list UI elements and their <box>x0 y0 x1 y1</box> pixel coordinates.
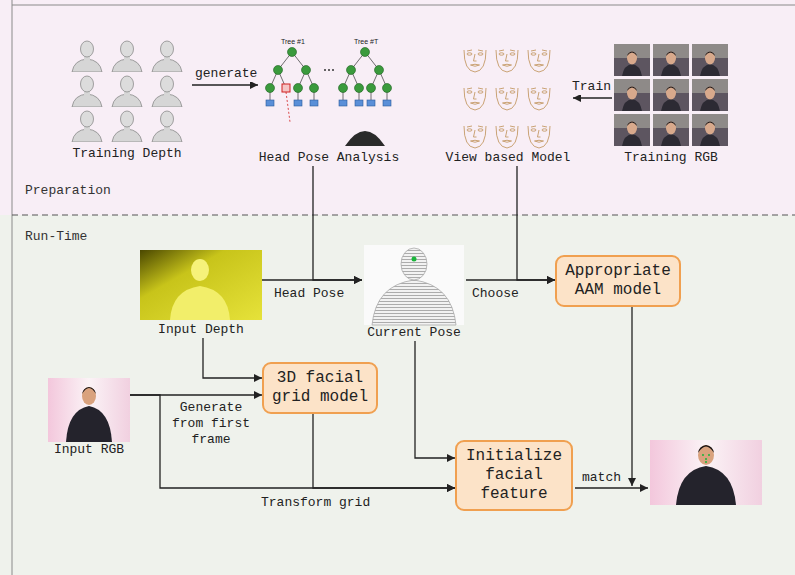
band-label: Run-Time <box>25 229 87 245</box>
stage-band: Preparation Training Depth Head Pose Analy… <box>0 0 795 215</box>
image-panel: Training RGB <box>612 40 730 166</box>
box-text: Appropriate AAM model <box>563 262 673 300</box>
picture-area <box>258 32 400 150</box>
image-panel: Input RGB <box>48 378 130 458</box>
forest-trees <box>266 48 392 147</box>
edge-label: generate <box>193 66 259 82</box>
depth-busts <box>72 41 182 142</box>
edge-label: Choose <box>470 286 521 302</box>
face-models <box>464 50 550 148</box>
rgb-frame <box>48 378 130 442</box>
connector-arrow <box>313 166 362 280</box>
box-text: 3D facial grid model <box>270 369 370 407</box>
picture-area <box>362 243 466 325</box>
process-box: Initialize facial feature <box>455 440 573 511</box>
separator-line <box>12 215 795 216</box>
edge-label: Head Pose <box>272 286 346 302</box>
connector-arrow <box>203 338 262 378</box>
connector-arrow <box>573 97 612 98</box>
edge-label: Train <box>570 79 613 95</box>
edge-label: Transform grid <box>259 495 372 511</box>
image-caption: View based Model <box>443 150 573 166</box>
frame-line <box>12 0 795 575</box>
image-panel: Current Pose <box>362 243 466 341</box>
image-panel: View based Model <box>443 36 573 166</box>
image-caption: Head Pose Analysis <box>258 150 400 166</box>
depth-frame <box>140 250 262 320</box>
connector-arrow <box>415 341 455 458</box>
image-panel: Training Depth <box>62 36 192 162</box>
tree-label: Tree #T <box>352 37 380 46</box>
tree-label: Tree #1 <box>279 37 307 46</box>
picture-area <box>48 378 130 442</box>
process-box: Appropriate AAM model <box>555 255 681 307</box>
rgb-photos <box>614 44 728 146</box>
connector-arrow <box>517 166 555 280</box>
process-box: 3D facial grid model <box>262 362 378 414</box>
runtime-ground <box>0 215 795 575</box>
image-panel: Input Depth <box>140 250 262 338</box>
model-feed-line <box>631 307 632 486</box>
image-caption: Training RGB <box>612 150 730 166</box>
result-frame <box>650 440 762 505</box>
image-caption: Training Depth <box>62 146 192 162</box>
picture-area <box>62 36 192 146</box>
image-caption: Input RGB <box>48 442 130 458</box>
stage-band: Run-TimeInput Depth Current Pose Appropria… <box>0 215 795 575</box>
image-panel: Head Pose Analysis <box>258 32 400 166</box>
connector-arrow <box>192 84 258 85</box>
edge-label: Generate from first frame <box>169 400 253 448</box>
match-arrow <box>575 487 648 488</box>
image-caption: Current Pose <box>362 325 466 341</box>
connector-arrow <box>313 414 455 488</box>
band-label: Preparation <box>25 183 111 199</box>
box-text: Initialize facial feature <box>463 447 565 504</box>
picture-area <box>443 36 573 150</box>
flow-label: match <box>580 470 623 486</box>
preparation-ground <box>0 0 795 215</box>
picture-area <box>140 250 262 322</box>
point-cloud <box>364 245 464 325</box>
picture-area <box>612 40 730 150</box>
image-caption: Input Depth <box>140 322 262 338</box>
